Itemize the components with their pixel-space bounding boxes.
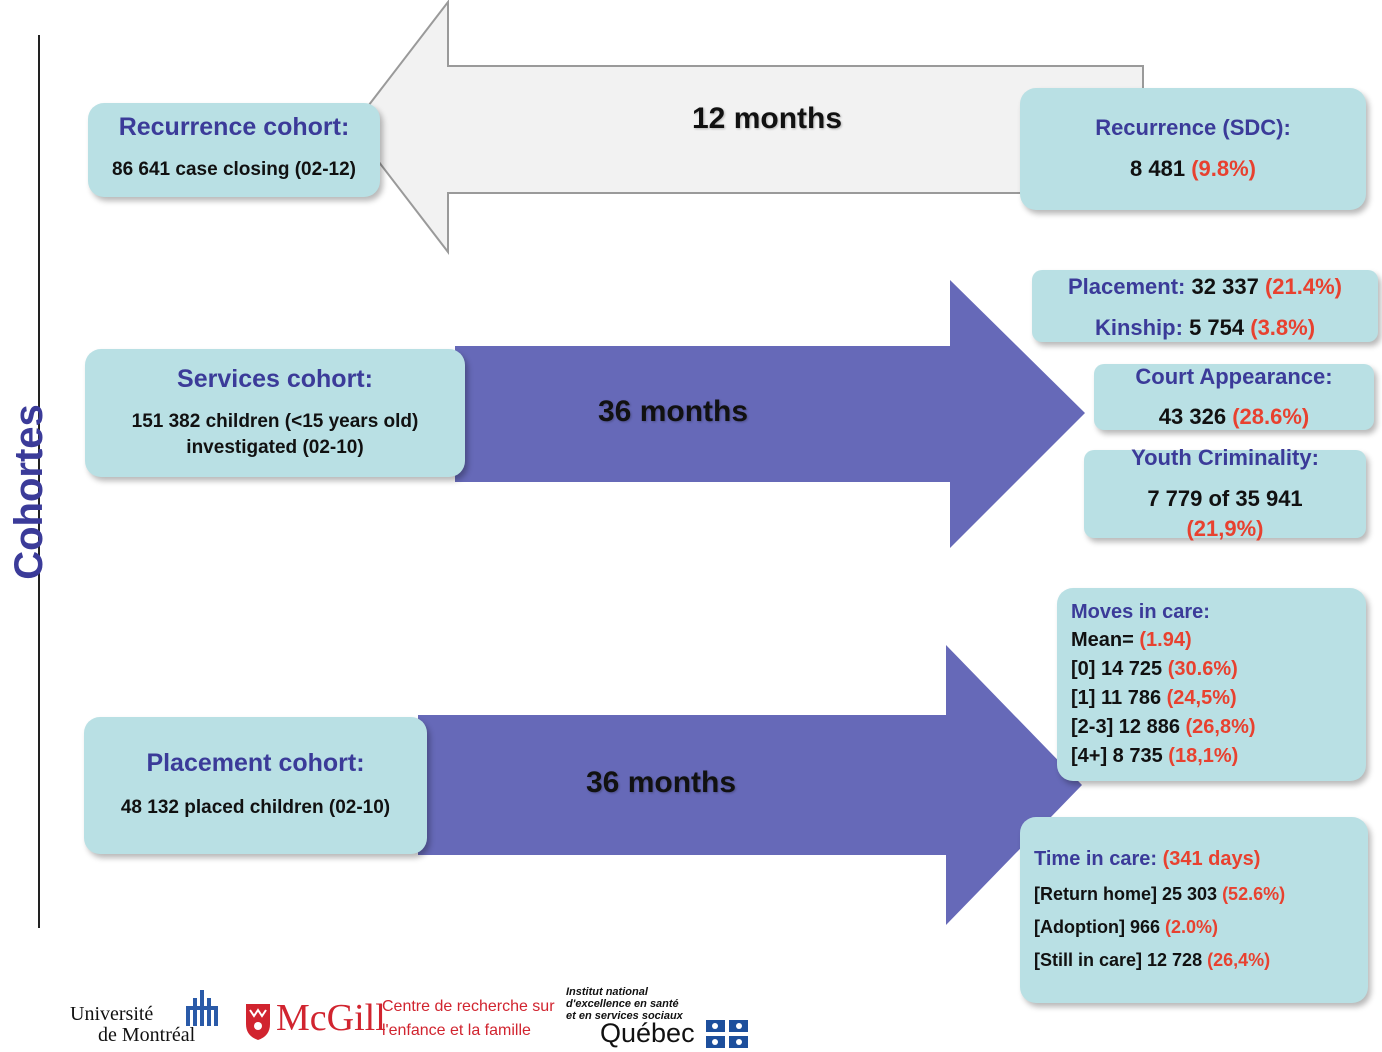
inesss-line3: et en services sociaux — [566, 1010, 683, 1022]
services-cohort-box: Services cohort: 151 382 children (<15 y… — [85, 349, 465, 477]
moves-in-care-title: Moves in care: — [1071, 601, 1210, 623]
recurrence-cohort-box: Recurrence cohort: 86 641 case closing (… — [88, 103, 380, 197]
placement-line: Placement: 32 337 (21.4%) — [1032, 274, 1378, 300]
recurrence-result-pct: (9.8%) — [1191, 156, 1256, 181]
moves-in-care-row: [1] 11 786 (24,5%) — [1071, 687, 1237, 710]
recurrence-result-title: Recurrence (SDC): — [1095, 115, 1291, 140]
quebec-flag-icon — [706, 1020, 748, 1048]
services-cohort-line1: 151 382 children (<15 years old) — [131, 411, 419, 432]
time-in-care-box: Time in care: (341 days) [Return home] 2… — [1020, 817, 1368, 1003]
time-in-care-row-text: [Still in care] 12 728 — [1034, 950, 1208, 970]
crf-line2: l'enfance et la famille — [382, 1022, 531, 1039]
moves-in-care-row-pct: (18,1%) — [1168, 745, 1239, 767]
placement-label: Placement: — [1068, 274, 1186, 299]
recurrence-result-value: 8 481 — [1130, 156, 1186, 181]
kinship-pct: (3.8%) — [1250, 315, 1316, 340]
time-in-care-title: Time in care: — [1034, 848, 1158, 870]
moves-in-care-row-pct: (24,5%) — [1166, 687, 1237, 709]
moves-in-care-row-pct: (1.94) — [1139, 629, 1192, 651]
court-appearance-box: Court Appearance: 43 326 (28.6%) — [1094, 364, 1374, 430]
inesss-line2: d'excellence en santé — [566, 998, 679, 1010]
youth-criminality-title: Youth Criminality: — [1131, 445, 1319, 470]
time-in-care-row-pct: (26,4%) — [1207, 950, 1271, 970]
recurrence-result-box: Recurrence (SDC): 8 481 (9.8%) — [1020, 88, 1366, 210]
recurrence-result-value-line: 8 481 (9.8%) — [1020, 156, 1366, 182]
court-appearance-pct: (28.6%) — [1232, 404, 1310, 429]
moves-in-care-row: [4+] 8 735 (18,1%) — [1071, 745, 1238, 768]
time-in-care-row-text: [Adoption] 966 — [1034, 917, 1165, 937]
time-in-care-row-text: [Return home] 25 303 — [1034, 884, 1223, 904]
arrow-36-months-services — [455, 280, 1085, 548]
moves-in-care-row-pct: (26,8%) — [1185, 716, 1256, 738]
quebec-wordmark: Québec — [600, 1018, 695, 1048]
youth-criminality-box: Youth Criminality: 7 779 of 35 941 (21,9… — [1084, 445, 1366, 541]
placement-cohort-title: Placement cohort: — [146, 749, 365, 777]
court-appearance-value-line: 43 326 (28.6%) — [1094, 404, 1374, 430]
mcgill-crest-icon — [246, 1004, 270, 1040]
crf-line1: Centre de recherche sur — [382, 998, 555, 1015]
time-in-care-days: (341 days) — [1162, 848, 1261, 870]
moves-in-care-row-text: [1] 11 786 — [1071, 687, 1167, 709]
moves-in-care-box: Moves in care: Mean= (1.94) [0] 14 725 (3… — [1057, 588, 1366, 781]
arrow-label-12-months: 12 months — [692, 102, 843, 135]
time-in-care-row: [Adoption] 966 (2.0%) — [1034, 917, 1218, 938]
youth-criminality-pct: (21,9%) — [1186, 516, 1264, 541]
moves-in-care-row-text: [4+] 8 735 — [1071, 745, 1169, 767]
recurrence-cohort-title: Recurrence cohort: — [118, 113, 350, 141]
moves-in-care-row-text: [0] 14 725 — [1071, 658, 1168, 680]
udem-line1: Université — [70, 1003, 154, 1025]
mcgill-wordmark: McGill — [276, 997, 386, 1039]
recurrence-cohort-detail: 86 641 case closing (02-12) — [112, 159, 356, 180]
services-cohort-title: Services cohort: — [177, 365, 373, 393]
youth-criminality-value: 7 779 of 35 941 — [1147, 486, 1303, 511]
kinship-label: Kinship: — [1094, 315, 1183, 340]
time-in-care-row-pct: (2.0%) — [1165, 917, 1219, 937]
placement-kinship-box: Placement: 32 337 (21.4%) Kinship: 5 754… — [1032, 270, 1378, 342]
kinship-line: Kinship: 5 754 (3.8%) — [1032, 315, 1378, 341]
moves-in-care-row-text: [2-3] 12 886 — [1071, 716, 1186, 738]
inesss-line1: Institut national — [566, 986, 648, 998]
placement-value: 32 337 — [1191, 274, 1259, 299]
services-cohort-line2: investigated (02-10) — [186, 437, 364, 458]
side-label-cohortes: Cohortes — [7, 404, 51, 580]
placement-pct: (21.4%) — [1264, 274, 1342, 299]
time-in-care-row: [Return home] 25 303 (52.6%) — [1034, 884, 1285, 905]
udem-logo-icon — [186, 990, 218, 1026]
udem-line2: de Montréal — [98, 1024, 196, 1046]
moves-in-care-row: [2-3] 12 886 (26,8%) — [1071, 716, 1256, 739]
arrow-label-36-months-services: 36 months — [598, 395, 749, 428]
court-appearance-title: Court Appearance: — [1135, 364, 1333, 389]
arrow-36-months-placement — [418, 645, 1082, 925]
arrow-label-36-months-placement: 36 months — [586, 766, 737, 799]
time-in-care-row: [Still in care] 12 728 (26,4%) — [1034, 950, 1270, 971]
moves-in-care-row: Mean= (1.94) — [1071, 629, 1192, 652]
time-in-care-title-line: Time in care: (341 days) — [1034, 848, 1260, 871]
placement-cohort-detail: 48 132 placed children (02-10) — [120, 797, 391, 818]
placement-cohort-box: Placement cohort: 48 132 placed children… — [84, 717, 427, 854]
moves-in-care-row-pct: (30.6%) — [1167, 658, 1238, 680]
moves-in-care-row: [0] 14 725 (30.6%) — [1071, 658, 1238, 681]
moves-in-care-row-text: Mean= — [1071, 629, 1140, 651]
time-in-care-row-pct: (52.6%) — [1222, 884, 1286, 904]
court-appearance-value: 43 326 — [1158, 404, 1227, 429]
kinship-value: 5 754 — [1189, 315, 1245, 340]
side-divider-line — [38, 35, 40, 928]
